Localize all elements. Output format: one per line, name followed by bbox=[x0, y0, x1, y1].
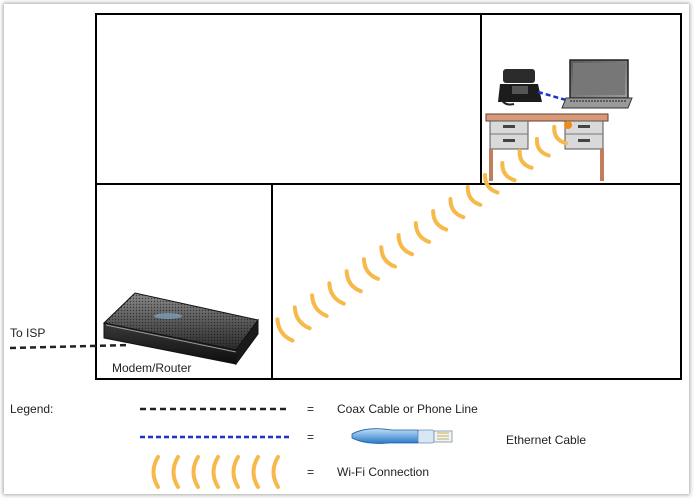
office-desk bbox=[485, 113, 609, 181]
legend-title: Legend: bbox=[10, 402, 53, 416]
wifi-arc bbox=[500, 160, 517, 183]
legend-wifi-arc bbox=[271, 455, 280, 489]
legend-wifi-arc bbox=[231, 455, 240, 489]
legend-wifi-arc bbox=[251, 455, 260, 489]
wifi-arc bbox=[552, 124, 568, 146]
legend-wifi-arc bbox=[171, 455, 180, 489]
legend-wifi-arcs bbox=[151, 455, 280, 489]
legend-wifi-arc bbox=[211, 455, 220, 489]
to-isp-label: To ISP bbox=[10, 326, 45, 340]
legend-equals-2: = bbox=[307, 430, 314, 444]
modem-router-image bbox=[102, 292, 259, 366]
wifi-arc bbox=[344, 269, 363, 294]
wifi-source-dot bbox=[564, 121, 572, 129]
wifi-arc bbox=[275, 317, 295, 343]
coax-line bbox=[9, 343, 131, 350]
wifi-arc bbox=[361, 257, 380, 281]
legend-wifi-text: Wi-Fi Connection bbox=[337, 465, 429, 479]
outer-wall bbox=[95, 13, 682, 380]
legend-wifi-arc bbox=[151, 455, 160, 489]
wifi-arc bbox=[396, 233, 415, 257]
wifi-arc bbox=[327, 281, 346, 306]
wifi-arc bbox=[310, 293, 329, 318]
legend-equals-1: = bbox=[307, 402, 314, 416]
legend-coax-text: Coax Cable or Phone Line bbox=[337, 402, 478, 416]
wifi-signal-path bbox=[275, 124, 568, 343]
legend-ethernet-text: Ethernet Cable bbox=[506, 433, 586, 447]
wifi-arc bbox=[448, 197, 466, 220]
wifi-arc bbox=[465, 185, 483, 207]
wifi-arc bbox=[379, 245, 397, 269]
wifi-arc bbox=[534, 136, 551, 158]
wifi-arc bbox=[483, 172, 500, 195]
legend-wifi-arc bbox=[191, 455, 200, 489]
desk-phone-image bbox=[498, 69, 542, 106]
wifi-arc bbox=[413, 221, 432, 244]
floor-plan bbox=[95, 13, 682, 380]
ethernet-cable-image bbox=[351, 428, 453, 444]
wifi-arc bbox=[517, 148, 534, 170]
wifi-arc bbox=[431, 209, 449, 232]
wifi-arc bbox=[292, 305, 312, 331]
laptop-image bbox=[561, 59, 633, 109]
legend-equals-3: = bbox=[307, 465, 314, 479]
modem-router-label: Modem/Router bbox=[112, 361, 191, 375]
ethernet-line-desk bbox=[537, 90, 567, 102]
